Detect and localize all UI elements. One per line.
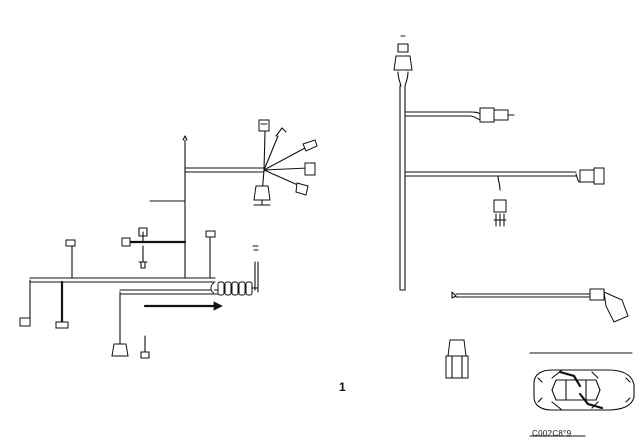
part-number-label: 1 [339, 380, 346, 394]
harness-location-mark [558, 370, 604, 410]
trunk-top-cap [182, 135, 188, 141]
upper-left-plug [65, 239, 76, 247]
multi-pin-plug [493, 199, 507, 213]
car-body-outline [533, 369, 635, 411]
sensor-connector [121, 237, 131, 247]
bottom-arrow-tip [213, 301, 223, 311]
bottom-plug-connector [253, 185, 271, 201]
top-plug-connector [258, 119, 270, 132]
right-plug-connector [304, 162, 316, 176]
grommet-body [393, 55, 413, 71]
sensor-cable-end [451, 291, 457, 299]
left-drop-plug [55, 321, 69, 329]
right-harness [393, 35, 605, 291]
left-harness [19, 119, 318, 359]
far-left-plug [19, 317, 31, 327]
car-roof-outline [551, 379, 601, 401]
upper-right-branch [404, 111, 481, 115]
sensor-cable [451, 288, 629, 323]
corrugated-sleeve [210, 245, 259, 296]
lower-right-plug [295, 182, 309, 196]
junction-plug [205, 230, 216, 238]
lower-right-connector [579, 169, 595, 183]
small-drop-wire [497, 175, 501, 191]
lower-plug-1 [111, 343, 129, 357]
lower-plug-2 [140, 351, 150, 359]
vehicle-locator-thumbnail [529, 352, 635, 437]
top-grommet [397, 35, 409, 53]
upper-connector-cluster [253, 119, 318, 206]
sensor-bracket [603, 291, 629, 323]
sensor-plug [138, 227, 148, 243]
loose-plug [445, 339, 469, 379]
ground-stud [138, 245, 148, 269]
sleeve-end-plug [252, 245, 259, 251]
upper-right-connector [479, 107, 495, 123]
side-plug-connector [302, 139, 318, 152]
sensor-cable-connector [589, 288, 605, 301]
drawing-code-label: C002C8°9 [532, 429, 572, 438]
